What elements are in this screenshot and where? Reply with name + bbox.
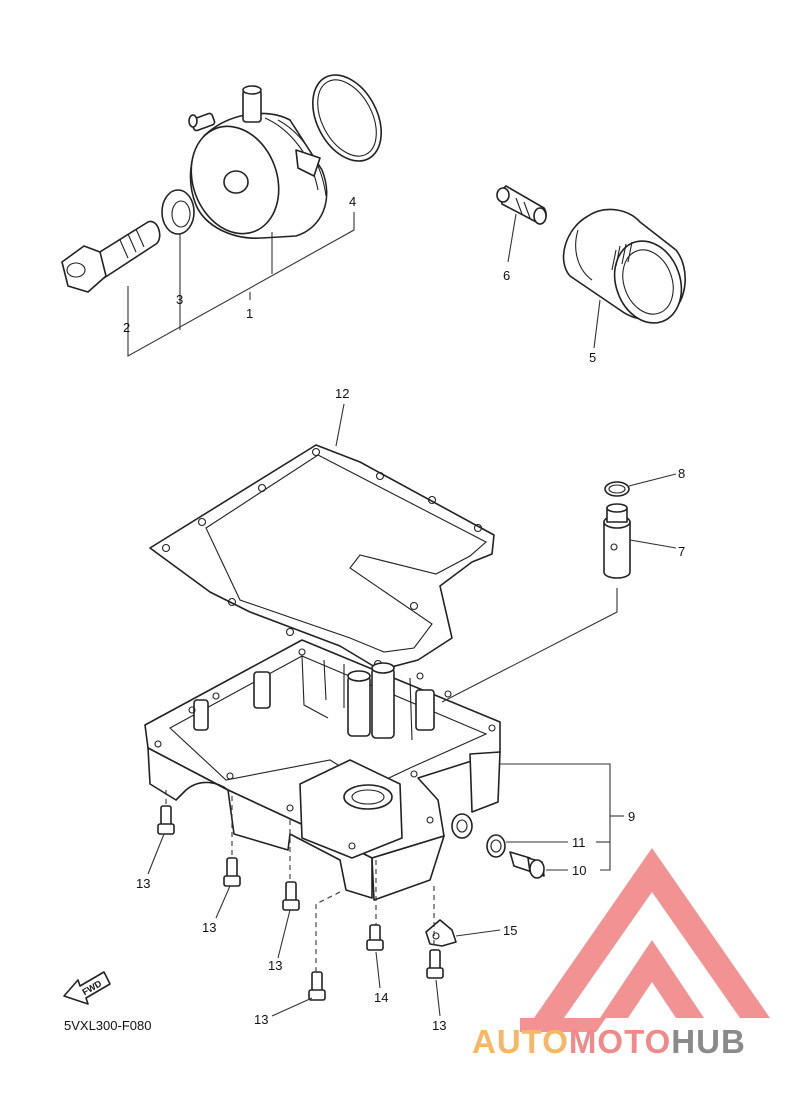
o-ring-part-8 xyxy=(604,481,630,497)
drain-bolt-part-10 xyxy=(509,851,545,879)
bolt-part-13 xyxy=(282,881,300,911)
callout-13: 13 xyxy=(202,920,216,935)
watermark-moto: MOTO xyxy=(569,1023,671,1060)
watermark-auto: AUTO xyxy=(472,1023,569,1060)
callout-4: 4 xyxy=(349,194,356,209)
bolt-part-14 xyxy=(366,924,384,951)
collar-part-7 xyxy=(603,503,631,579)
leader-lines xyxy=(127,212,677,1017)
bolt-part-13 xyxy=(426,949,444,979)
washer-part-3 xyxy=(161,189,195,235)
svg-text:AUTOMOTOHUB: AUTOMOTOHUB xyxy=(472,1023,746,1060)
pipe-fitting-part-6 xyxy=(496,185,547,225)
callout-8: 8 xyxy=(678,466,685,481)
callout-7: 7 xyxy=(678,544,685,559)
watermark-logo xyxy=(520,848,770,1032)
union-bolt-part-2 xyxy=(61,220,161,293)
callout-14: 14 xyxy=(374,990,388,1005)
callout-13: 13 xyxy=(432,1018,446,1033)
oil-pan-gasket-part-12 xyxy=(149,444,495,671)
callout-10: 10 xyxy=(572,863,586,878)
callout-1: 1 xyxy=(246,306,253,321)
callout-5: 5 xyxy=(589,350,596,365)
oil-filter-part-5 xyxy=(562,208,686,324)
bracket-part-15 xyxy=(425,919,457,947)
diagram-code: 5VXL300-F080 xyxy=(64,1018,151,1033)
o-ring-part-4 xyxy=(312,74,382,162)
callout-9: 9 xyxy=(628,809,635,824)
oil-pan-part-9 xyxy=(144,639,501,901)
watermark-wordmark: AUTOMOTOHUB xyxy=(472,1023,746,1060)
callout-11: 11 xyxy=(572,835,586,850)
bolt-part-13 xyxy=(308,971,326,1001)
callout-13: 13 xyxy=(254,1012,268,1027)
forward-arrow-icon: FWD xyxy=(63,971,111,1005)
callout-12: 12 xyxy=(335,386,349,401)
callout-3: 3 xyxy=(176,292,183,307)
callout-6: 6 xyxy=(503,268,510,283)
bolt-part-13 xyxy=(157,805,175,835)
watermark-triangle-mark xyxy=(534,848,770,1018)
gasket-part-11 xyxy=(486,834,506,858)
oil-cooler-part-1 xyxy=(188,85,328,239)
bolt-part-13 xyxy=(223,857,241,887)
callout-15: 15 xyxy=(503,923,517,938)
watermark-hub: HUB xyxy=(671,1023,746,1060)
callout-13: 13 xyxy=(268,958,282,973)
callout-2: 2 xyxy=(123,320,130,335)
callout-numbers: 1 2 3 4 5 6 7 8 9 10 11 12 13 13 13 13 1… xyxy=(123,194,685,1033)
callout-13: 13 xyxy=(136,876,150,891)
